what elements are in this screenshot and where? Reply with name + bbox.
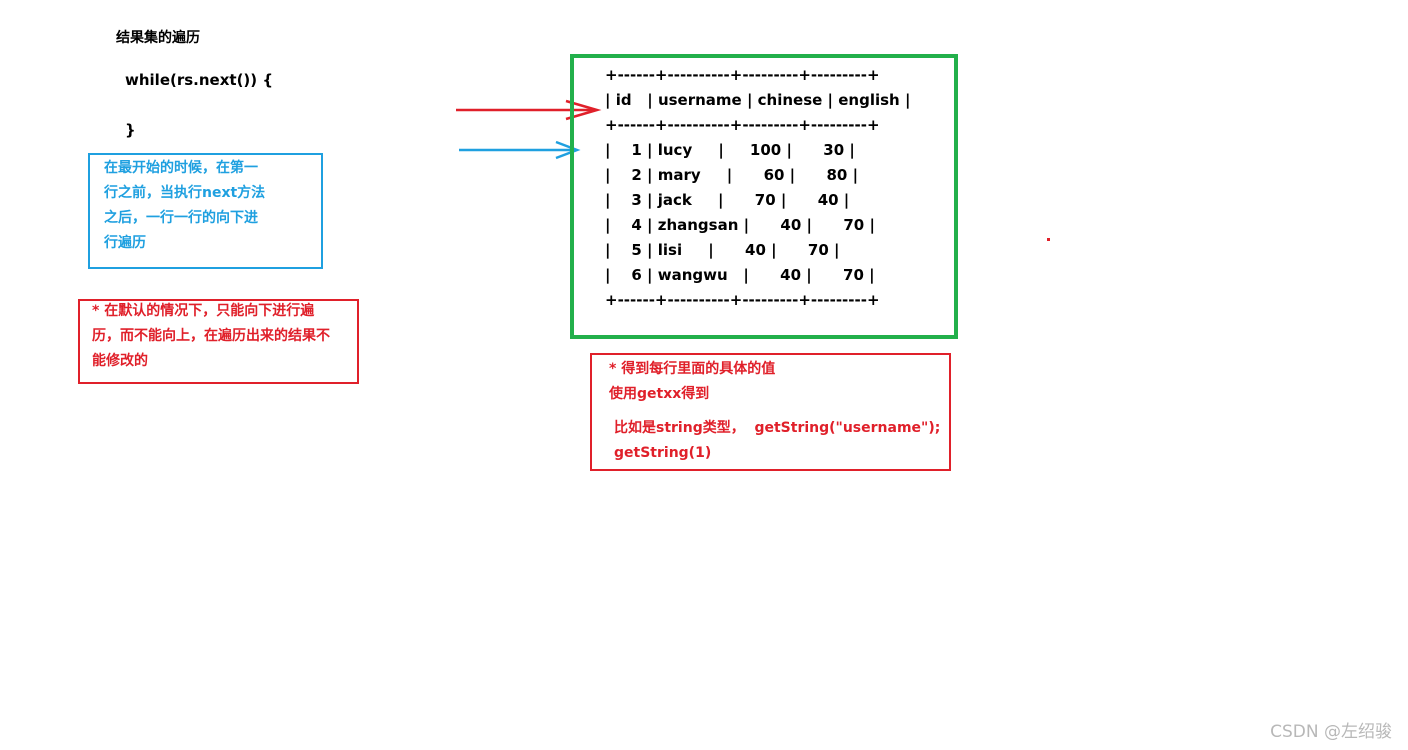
table-row: | 3 | jack | 70 | 40 | — [605, 191, 850, 209]
blue-arrow — [459, 140, 581, 160]
red-note-2-line-4: getString(1) — [614, 445, 712, 461]
red-note-1-line-3: 能修改的 — [92, 353, 148, 369]
blue-note-box — [88, 153, 323, 269]
watermark: CSDN @左绍骏 — [1270, 722, 1392, 742]
red-note-box-1 — [78, 299, 359, 384]
red-note-2-line-3: 比如是string类型， getString("username"); — [614, 420, 941, 436]
red-note-1-line-2: 历，而不能向上，在遍历出来的结果不 — [92, 328, 330, 344]
table-row: | 2 | mary | 60 | 80 | — [605, 166, 859, 184]
red-note-1-line-1: * 在默认的情况下，只能向下进行遍 — [92, 303, 315, 319]
table-row: | 4 | zhangsan | 40 | 70 | — [605, 216, 875, 234]
code-closing-brace: } — [125, 121, 136, 139]
blue-note-line-1: 在最开始的时候，在第一 — [104, 160, 258, 176]
table-header-row: | id | username | chinese | english | — [605, 91, 911, 109]
table-border-header: +------+----------+---------+---------+ — [605, 116, 880, 134]
table-row: | 1 | lucy | 100 | 30 | — [605, 141, 855, 159]
table-row: | 5 | lisi | 40 | 70 | — [605, 241, 840, 259]
red-note-2-line-2: 使用getxx得到 — [609, 386, 710, 402]
red-note-box-2 — [590, 353, 951, 471]
slide-title: 结果集的遍历 — [116, 30, 200, 46]
table-row: | 6 | wangwu | 40 | 70 | — [605, 266, 875, 284]
table-border-bottom: +------+----------+---------+---------+ — [605, 291, 880, 309]
blue-note-line-2: 行之前，当执行next方法 — [104, 185, 266, 201]
table-border-top: +------+----------+---------+---------+ — [605, 66, 880, 84]
blue-note-line-3: 之后，一行一行的向下进 — [104, 210, 258, 226]
red-note-2-line-1: * 得到每行里面的具体的值 — [609, 361, 776, 377]
red-dot-mark — [1047, 238, 1050, 241]
result-set-table-box — [570, 54, 958, 339]
code-while-line: while(rs.next()) { — [125, 71, 274, 89]
blue-note-line-4: 行遍历 — [104, 235, 146, 251]
